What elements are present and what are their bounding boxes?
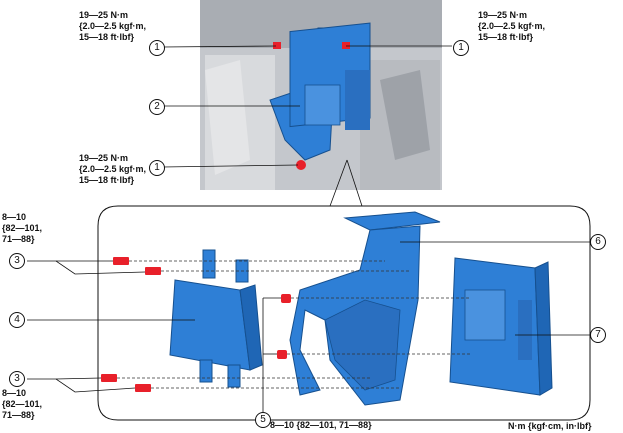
nut-photo bbox=[296, 160, 306, 170]
torque-spec-top-left: 19—25 N·m {2.0—2.5 kgf·m, 15—18 ft·lbf} bbox=[79, 10, 147, 42]
torque-spec-bottom-center: 8—10 {82—101, 71—88} bbox=[270, 420, 372, 430]
leader-lines-top bbox=[162, 45, 452, 168]
callout-1-top-left: 1 bbox=[149, 40, 165, 56]
bolts-detail bbox=[101, 257, 291, 392]
callout-3-lower: 3 bbox=[9, 371, 25, 387]
alignment-lines bbox=[117, 260, 470, 389]
callout-5: 5 bbox=[255, 412, 271, 428]
callout-7: 7 bbox=[590, 327, 606, 343]
module-7 bbox=[449, 257, 553, 396]
module-4 bbox=[169, 249, 263, 388]
bolt-photo-2 bbox=[342, 42, 350, 49]
callout-3-upper: 3 bbox=[9, 253, 25, 269]
callout-4: 4 bbox=[9, 312, 25, 328]
torque-spec-upper-small: 8—10 {82—101, 71—88} bbox=[2, 212, 43, 244]
torque-spec-lower-small: 8—10 {82—101, 71—88} bbox=[2, 388, 43, 420]
vehicle-photo bbox=[200, 0, 442, 190]
bolt-photo-1 bbox=[273, 42, 281, 49]
callout-1-top-right: 1 bbox=[453, 40, 469, 56]
units-note: N·m {kgf·cm, in·lbf} bbox=[508, 421, 592, 431]
leader-lines-detail bbox=[27, 241, 590, 412]
bracket-6 bbox=[289, 211, 441, 406]
callout-1-mid-left: 1 bbox=[149, 160, 165, 176]
torque-spec-mid-left: 19—25 N·m {2.0—2.5 kgf·m, 15—18 ft·lbf} bbox=[79, 153, 147, 185]
torque-spec-top-right: 19—25 N·m {2.0—2.5 kgf·m, 15—18 ft·lbf} bbox=[478, 10, 546, 42]
detail-frame bbox=[97, 205, 591, 421]
callout-2: 2 bbox=[149, 99, 165, 115]
callout-6: 6 bbox=[590, 234, 606, 250]
